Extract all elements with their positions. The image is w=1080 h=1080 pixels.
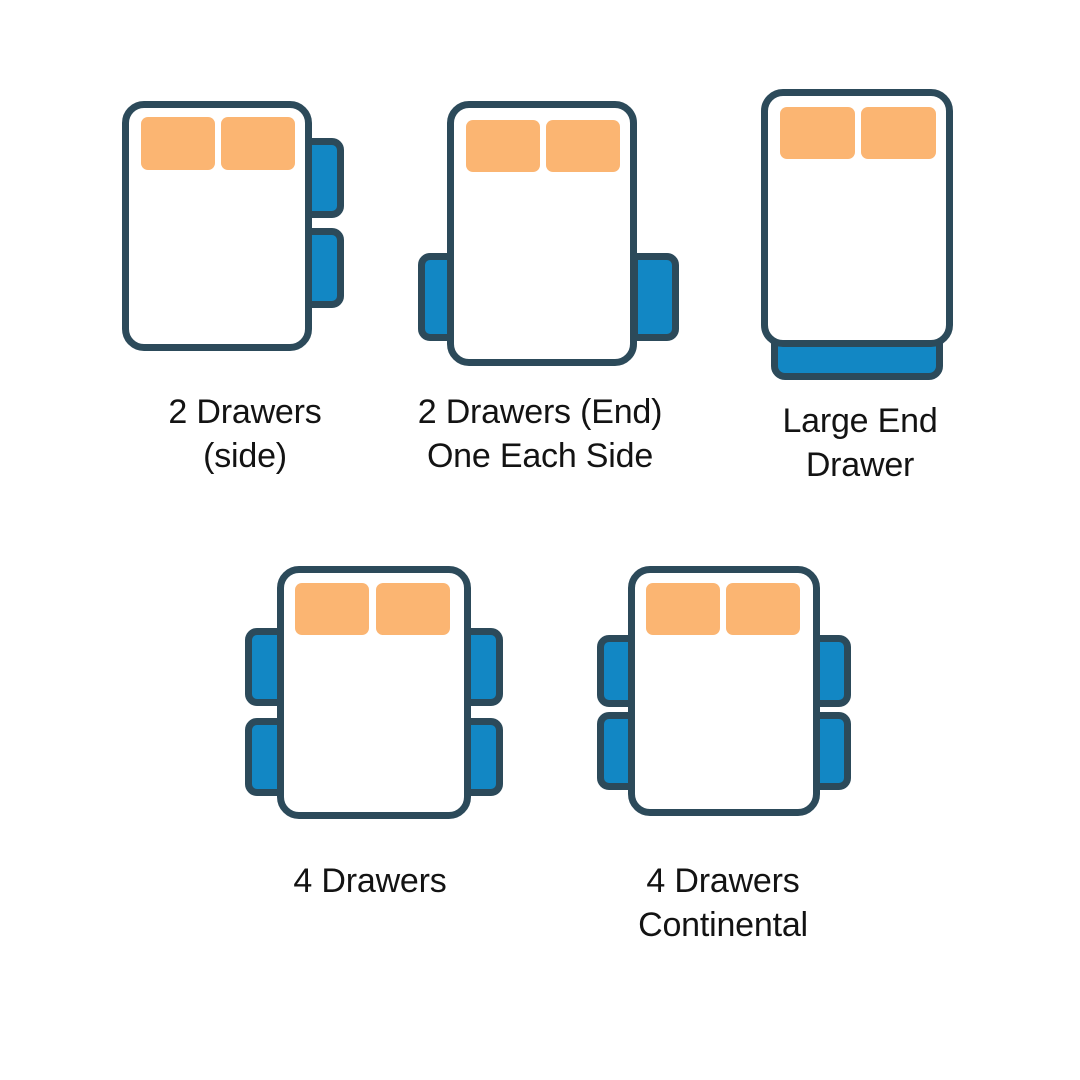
pillow-left xyxy=(780,107,855,159)
bed-figure-four-drawers-continental xyxy=(570,560,851,825)
pillow-right xyxy=(726,583,800,635)
bed-figure-two-drawers-side xyxy=(100,95,360,365)
option-label-two-drawers-end: 2 Drawers (End) One Each Side xyxy=(417,393,663,475)
pillow-right xyxy=(221,117,295,170)
pillow-left xyxy=(646,583,720,635)
option-label-four-drawers-continental: 4 Drawers Continental xyxy=(638,862,808,944)
option-label-two-drawers-side: 2 Drawers (side) xyxy=(168,393,322,475)
bed-figure-two-drawers-end xyxy=(400,95,680,366)
pillow-right xyxy=(546,120,620,172)
bed-figure-large-end-drawer xyxy=(740,85,980,385)
option-label-four-drawers: 4 Drawers xyxy=(293,862,447,900)
pillow-right xyxy=(861,107,936,159)
pillow-left xyxy=(466,120,540,172)
option-label-large-end-drawer: Large End Drawer xyxy=(782,402,938,484)
bed-figure-four-drawers xyxy=(235,560,505,825)
option-large-end-drawer[interactable]: Large End Drawer xyxy=(740,85,1000,495)
option-two-drawers-end-one-each-side[interactable]: 2 Drawers (End) One Each Side xyxy=(400,95,700,495)
option-two-drawers-side[interactable]: 2 Drawers (side) xyxy=(100,95,380,495)
option-four-drawers[interactable]: 4 Drawers xyxy=(235,560,515,940)
drawer-right-lower xyxy=(631,253,679,341)
option-four-drawers-continental[interactable]: 4 Drawers Continental xyxy=(570,560,860,960)
pillow-left xyxy=(295,583,369,635)
pillow-left xyxy=(141,117,215,170)
pillow-right xyxy=(376,583,450,635)
